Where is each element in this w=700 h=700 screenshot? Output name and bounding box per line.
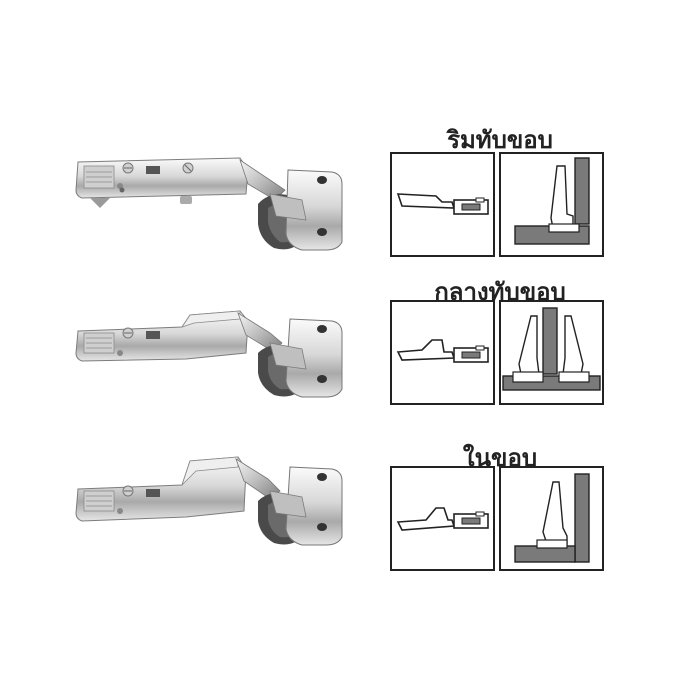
diagram-half-overlay-side-view	[390, 300, 495, 405]
hinge-full-overlay-image	[70, 150, 360, 260]
hinge-inset-image	[70, 445, 360, 555]
diagram-inset-top-view	[499, 466, 604, 571]
hinge-half-overlay-image	[70, 295, 360, 405]
diagram-inset-side-view	[390, 466, 495, 571]
diagram-half-overlay-top-view	[499, 300, 604, 405]
diagram-full-overlay-side-view	[390, 152, 495, 257]
diagram-full-overlay-top-view	[499, 152, 604, 257]
section-title-full-overlay: ริมทับขอบ	[447, 126, 553, 154]
